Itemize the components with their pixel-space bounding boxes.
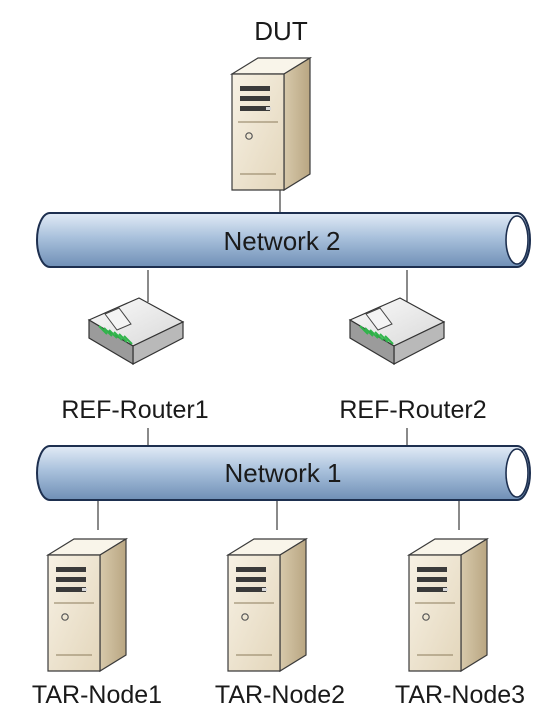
network-2-label: Network 2 [223,226,340,256]
ref-router1-node: REF-Router1 [61,297,209,424]
server-icon [408,538,488,672]
ref-router2-node: REF-Router2 [339,297,487,424]
tar-node2-node: TAR-Node2 [215,538,345,709]
dut-label: DUT [254,16,308,46]
network-1-label: Network 1 [224,458,341,488]
router-icon [88,297,184,365]
tar-node3-node: TAR-Node3 [395,538,525,709]
network-2-bus: Network 2 [36,212,531,268]
server-icon [227,538,307,672]
ref-router2-label: REF-Router2 [339,396,486,424]
tar-node2-label: TAR-Node2 [215,681,345,709]
server-icon [231,57,311,191]
router-icon [349,297,445,365]
tar-node3-label: TAR-Node3 [395,681,525,709]
dut-node: DUT [231,16,311,191]
ref-router1-label: REF-Router1 [61,396,208,424]
network-1-bus: Network 1 [36,445,531,501]
network-bus-icon [36,212,531,268]
tar-node1-label: TAR-Node1 [32,681,162,709]
tar-node1-node: TAR-Node1 [32,538,162,709]
connection-links [97,190,460,530]
server-icon [47,538,127,672]
network-bus-icon [36,445,531,501]
